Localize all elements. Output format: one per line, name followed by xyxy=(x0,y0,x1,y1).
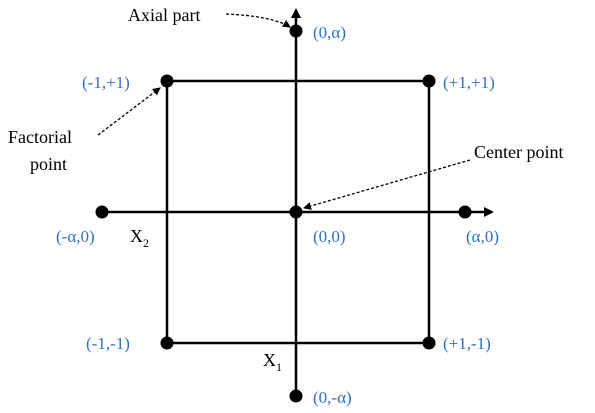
annotation-axial-part: Axial part xyxy=(128,5,200,25)
point-factorial-top-left xyxy=(160,74,174,88)
annotation-factorial-line1: Factorial xyxy=(8,127,72,147)
axis-label-x2: X2 xyxy=(130,226,149,250)
label-axial-bottom: (0,-α) xyxy=(313,388,352,407)
annotation-center-point: Center point xyxy=(474,142,563,162)
factorial-point-arrow xyxy=(97,87,161,136)
point-axial-top xyxy=(289,24,303,38)
point-factorial-top-right xyxy=(422,74,436,88)
label-axial-right: (α,0) xyxy=(466,227,499,246)
point-axial-left xyxy=(95,205,109,219)
center-point-arrow xyxy=(303,159,471,210)
label-axial-top: (0,α) xyxy=(313,23,346,42)
point-axial-bottom xyxy=(289,389,303,403)
label-center: (0,0) xyxy=(313,227,346,246)
label-factorial-top-left: (-1,+1) xyxy=(82,73,130,92)
point-axial-right xyxy=(458,205,472,219)
label-axial-left: (-α,0) xyxy=(56,227,95,246)
axial-part-arrow xyxy=(225,13,291,28)
point-factorial-bottom-left xyxy=(160,336,174,350)
label-factorial-bottom-left: (-1,-1) xyxy=(86,334,130,353)
label-factorial-bottom-right: (+1,-1) xyxy=(443,334,491,353)
axis-label-x1: X1 xyxy=(263,350,282,374)
point-center xyxy=(289,205,303,219)
annotation-factorial-line2: point xyxy=(30,154,67,174)
label-factorial-top-right: (+1,+1) xyxy=(443,73,495,92)
point-factorial-bottom-right xyxy=(422,336,436,350)
